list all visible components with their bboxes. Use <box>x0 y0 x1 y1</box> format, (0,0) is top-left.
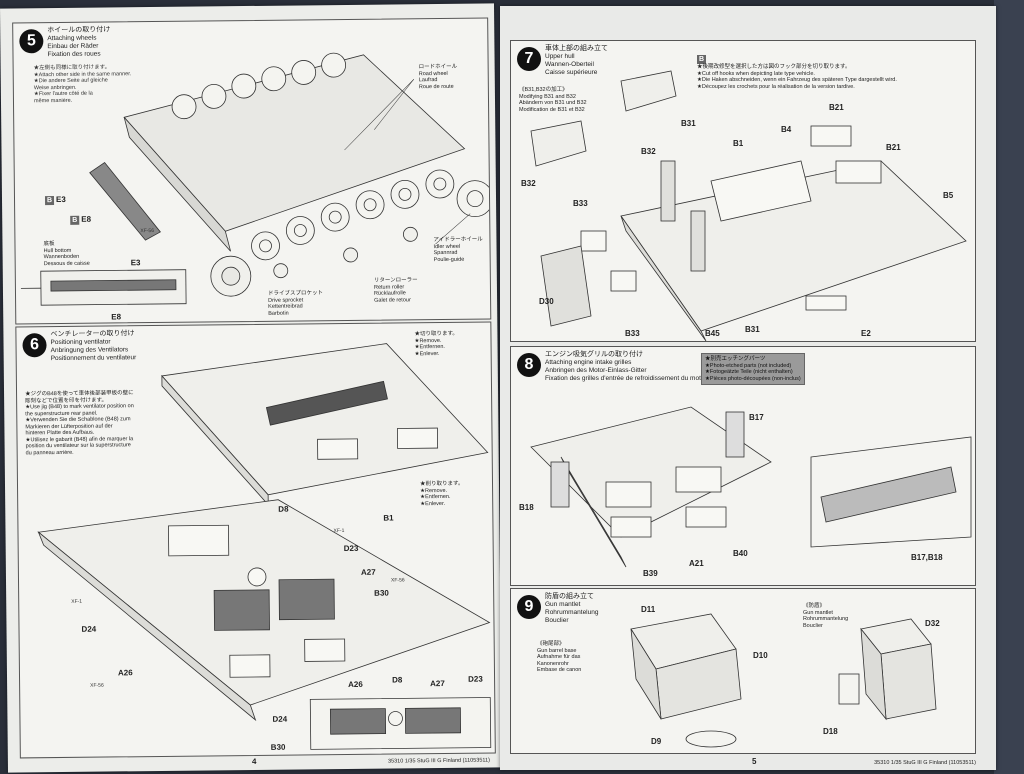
part-label: B21 <box>829 103 844 112</box>
part-label: B1 <box>733 139 744 148</box>
part-label: B17,B18 <box>911 553 943 562</box>
paint-label: XF-56 <box>140 228 155 235</box>
part-label: E2 <box>861 329 871 338</box>
wheel-assembly-drawing <box>20 52 491 306</box>
hook-note: B ★後期改修型を選択した方は図のフック部分を切り取ります。★Cut off h… <box>697 55 897 90</box>
part-label: D9 <box>651 737 662 746</box>
part-label: B32 <box>641 147 656 156</box>
step8-panel: 8 エンジン吸気グリルの取り付け Attaching engine intake… <box>510 346 976 586</box>
step9-panel: 9 防盾の組み立て Gun mantlet Rohrummantelung Bo… <box>510 588 976 754</box>
modify-note: 《B31,B32の加工》Modifying B31 and B32 Abände… <box>519 87 587 113</box>
part-label: A27 <box>360 567 376 577</box>
paint-label: XF-1 <box>333 528 345 535</box>
part-label: B33 <box>625 329 640 338</box>
part-label: D24 <box>272 714 288 724</box>
part-label: B39 <box>643 569 658 578</box>
photo-etched-note: ★別売エッチングパーツ★Photo-etched parts (not incl… <box>701 353 805 385</box>
part-label: D11 <box>641 605 656 614</box>
paint-label: XF-56 <box>90 682 104 689</box>
part-label: D23 <box>343 543 359 554</box>
part-label: B30 <box>270 742 286 752</box>
paint-label: XF-56 <box>390 577 405 584</box>
part-label: B18 <box>519 503 534 512</box>
part-label: B4 <box>781 125 792 134</box>
part-label: B1 <box>383 513 394 523</box>
part-label: D18 <box>823 727 838 736</box>
paint-label: XF-1 <box>71 598 83 605</box>
part-label: A26 <box>348 679 363 689</box>
part-label: A21 <box>689 559 704 568</box>
step6-panel: 6 ベンチレーターの取り付け Positioning ventilator An… <box>15 321 496 759</box>
upper-hull-drawing <box>530 70 967 341</box>
part-label: B30 <box>374 588 389 598</box>
part-label: B5 <box>943 191 954 200</box>
part-label: D32 <box>925 619 940 628</box>
part-label: D30 <box>539 297 554 306</box>
step-number: 8 <box>517 353 541 377</box>
part-label: D24 <box>81 624 97 634</box>
page-number: 5 <box>752 757 757 766</box>
engine-grille-drawing <box>530 406 972 568</box>
page-footer: 35310 1/35 StuG III G Finland (11053511) <box>387 757 490 765</box>
background-edge <box>994 0 1024 774</box>
step-title: 防盾の組み立て Gun mantlet Rohrummantelung Bouc… <box>545 593 599 624</box>
part-label: B32 <box>521 179 536 188</box>
step5-panel: 5 ホイールの取り付け Attaching wheels Einbau der … <box>12 17 492 325</box>
page-footer: 35310 1/35 StuG III G Finland (11053511) <box>874 760 976 766</box>
part-label: E3 <box>130 258 141 268</box>
step7-panel: 7 車体上部の組み立て Upper hull Wannen-Oberteil C… <box>510 40 976 342</box>
part-label: B31 <box>681 119 696 128</box>
page-number: 4 <box>251 756 257 767</box>
part-label: B33 <box>573 199 588 208</box>
part-label: D8 <box>278 504 289 514</box>
part-label: E8 <box>111 312 122 322</box>
part-label: D23 <box>468 674 483 684</box>
manual-page-left: 5 ホイールの取り付け Attaching wheels Einbau der … <box>0 3 502 773</box>
part-label: B45 <box>705 329 720 338</box>
step-title: エンジン吸気グリルの取り付け Attaching engine intake g… <box>545 351 711 382</box>
part-label: B21 <box>886 143 901 152</box>
part-label: B40 <box>733 549 748 558</box>
part-label: A26 <box>117 668 133 678</box>
step-number: 9 <box>517 595 541 619</box>
manual-page-right: 7 車体上部の組み立て Upper hull Wannen-Oberteil C… <box>500 6 996 770</box>
ventilator-drawing <box>37 343 492 750</box>
step-number: 7 <box>517 47 541 71</box>
part-label: B31 <box>745 325 760 334</box>
part-label: D10 <box>753 651 768 660</box>
part-label: D8 <box>392 675 403 685</box>
gun-mantlet-drawing <box>630 613 937 748</box>
step-title: 車体上部の組み立て Upper hull Wannen-Oberteil Cai… <box>545 45 608 76</box>
part-label: B17 <box>749 413 764 422</box>
part-label: A27 <box>430 678 445 689</box>
